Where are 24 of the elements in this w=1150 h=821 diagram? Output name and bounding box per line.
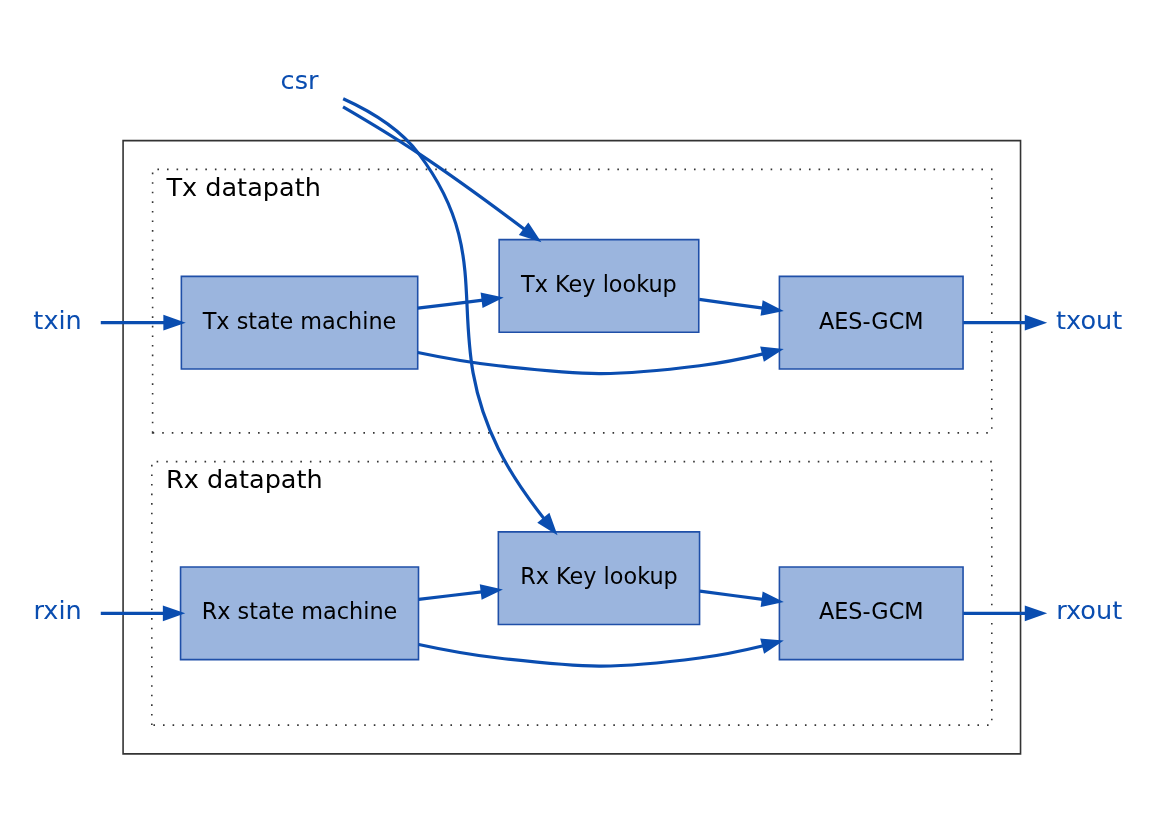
arrow — [100, 605, 186, 622]
node-box: Rx Key lookup — [497, 531, 701, 626]
node-box: Rx state machine — [179, 566, 420, 661]
arrow — [417, 292, 504, 310]
arrow — [963, 314, 1048, 331]
arrow — [699, 297, 784, 316]
node-box: Tx state machine — [180, 275, 419, 370]
arrow — [100, 314, 186, 331]
arrow — [418, 584, 503, 601]
arrow — [963, 605, 1048, 622]
node-box: AES-GCM — [778, 275, 964, 370]
arrow — [417, 346, 784, 376]
node-text: rxin — [33, 595, 82, 626]
arrow — [342, 105, 542, 243]
arrow — [342, 97, 558, 536]
node-box: AES-GCM — [778, 566, 964, 661]
node-text: txin — [33, 304, 82, 335]
node-text: txout — [1056, 304, 1123, 335]
node-text: csr — [280, 65, 319, 96]
cluster — [122, 139, 1022, 755]
node-text: rxout — [1056, 595, 1123, 626]
arrow — [699, 589, 784, 607]
arrow — [418, 638, 784, 668]
node-box: Tx Key lookup — [498, 238, 700, 334]
